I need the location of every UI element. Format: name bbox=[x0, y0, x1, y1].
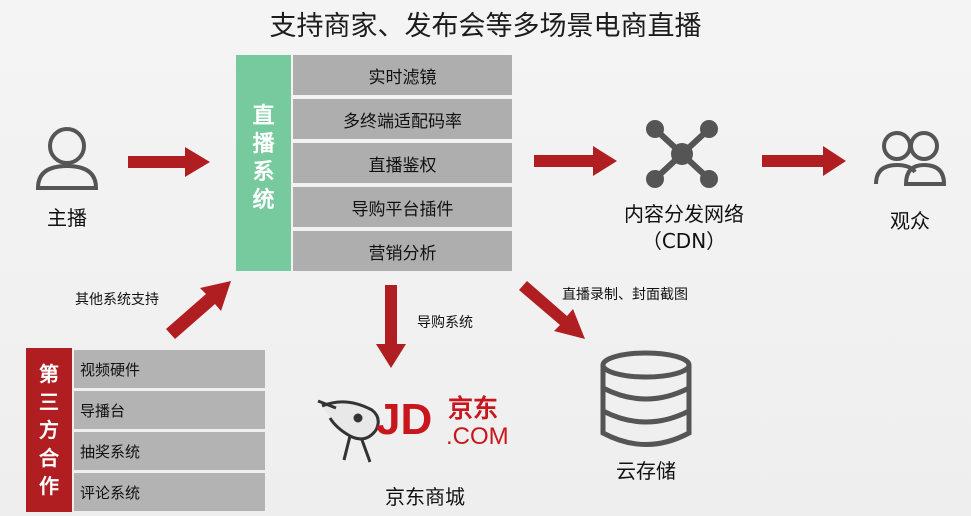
third-party-item: 抽奖系统 bbox=[74, 432, 265, 470]
third-party-item-label: 视频硬件 bbox=[80, 360, 141, 379]
cdn-label-line2: （CDN） bbox=[641, 229, 727, 253]
feature-label: 多终端适配码率 bbox=[343, 111, 462, 132]
live-system-side: 直播系统 bbox=[236, 55, 291, 271]
feature-label: 直播鉴权 bbox=[368, 155, 437, 176]
feature-item: 实时滤镜 bbox=[293, 55, 512, 95]
feature-label: 导购平台插件 bbox=[351, 199, 454, 220]
arrow-anchor-to-live bbox=[128, 147, 210, 177]
arrow-live-to-cloud bbox=[519, 281, 585, 339]
cdn-label-line1: 内容分发网络 bbox=[624, 202, 744, 226]
feature-item: 营销分析 bbox=[293, 231, 512, 271]
cdn-label: 内容分发网络 （CDN） bbox=[596, 201, 772, 255]
jd-arrow-label: 导购系统 bbox=[417, 315, 473, 331]
arrow-live-to-jd bbox=[376, 285, 406, 368]
feature-item: 多终端适配码率 bbox=[293, 99, 512, 139]
users-icon bbox=[874, 131, 947, 186]
cloud-arrow-label: 直播录制、封面截图 bbox=[562, 287, 688, 303]
network-hub-icon bbox=[646, 120, 718, 188]
feature-item: 直播鉴权 bbox=[293, 143, 512, 183]
third-party-arrow-label: 其他系统支持 bbox=[75, 292, 159, 308]
anchor-label: 主播 bbox=[47, 206, 87, 230]
feature-label: 实时滤镜 bbox=[368, 67, 437, 88]
third-party-item-label: 评论系统 bbox=[80, 483, 141, 502]
third-party-item-label: 导播台 bbox=[80, 401, 126, 420]
jd-logo-letters: JD bbox=[376, 395, 433, 444]
third-party-item: 导播台 bbox=[74, 391, 265, 429]
third-party-label: 第三方合作 bbox=[26, 360, 72, 500]
person-icon bbox=[35, 127, 99, 190]
live-system-label-text: 直播系统 bbox=[252, 104, 275, 213]
third-party-item: 评论系统 bbox=[74, 473, 265, 511]
jd-label: 京东商城 bbox=[385, 485, 465, 509]
feature-label: 营销分析 bbox=[368, 243, 437, 264]
live-system-label: 直播系统 bbox=[236, 103, 291, 215]
audience-label: 观众 bbox=[890, 209, 930, 233]
third-party-label-text: 第三方合作 bbox=[39, 362, 59, 498]
jd-logo-com: .COM bbox=[446, 423, 509, 450]
feature-item: 导购平台插件 bbox=[293, 187, 512, 227]
arrow-cdn-to-audience bbox=[762, 146, 846, 176]
cloud-label: 云存储 bbox=[616, 459, 676, 483]
third-party-side: 第三方合作 bbox=[26, 348, 72, 512]
third-party-item-label: 抽奖系统 bbox=[80, 442, 141, 461]
jd-logo-chinese: 京东 bbox=[448, 394, 499, 423]
arrow-live-to-cdn bbox=[534, 146, 617, 176]
arrow-third-party-to-live bbox=[166, 281, 231, 339]
jd-dog-logo bbox=[317, 399, 380, 463]
third-party-item: 视频硬件 bbox=[74, 350, 265, 388]
page-title: 支持商家、发布会等多场景电商直播 bbox=[269, 11, 702, 42]
database-icon bbox=[600, 350, 692, 447]
